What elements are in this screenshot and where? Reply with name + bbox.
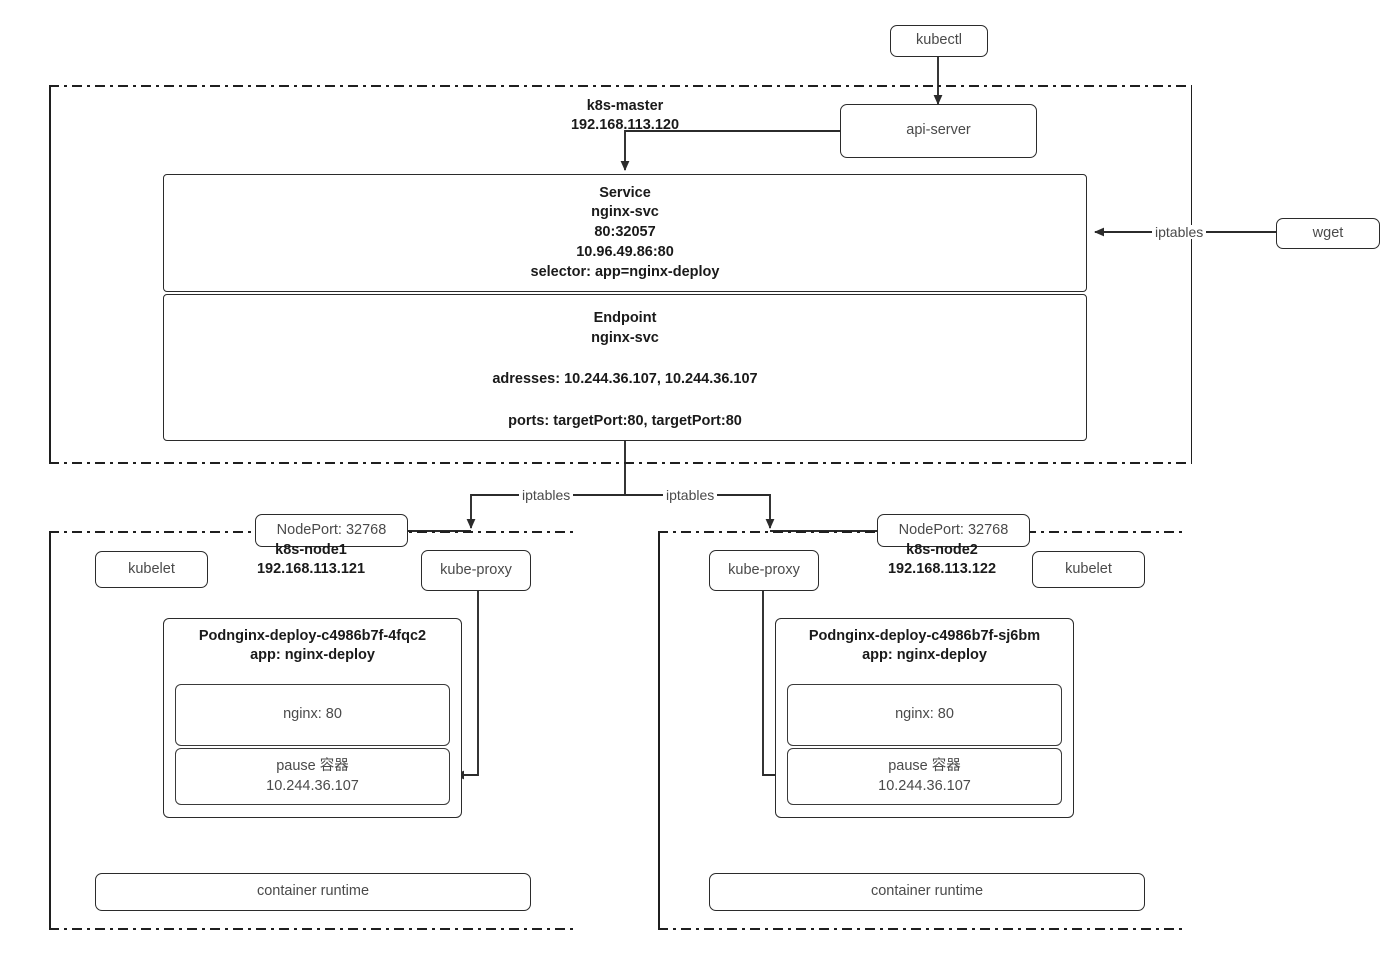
k8s-master-name: k8s-master <box>586 98 664 114</box>
k8s-node1-ip: 192.168.113.121 <box>256 561 366 578</box>
container-pause-label-node1: pause 容器 <box>276 758 349 775</box>
service-ports: 80:32057 <box>594 224 656 241</box>
iptables-label-wget: iptables <box>1152 225 1207 239</box>
service-selector: selector: app=nginx-deploy <box>530 263 720 280</box>
container-pause-label-node2: pause 容器 <box>888 758 961 775</box>
wget-box[interactable]: wget <box>1276 218 1380 249</box>
container-pause-ip-node2: 10.244.36.107 <box>878 777 971 794</box>
pod-name-node2: Podnginx-deploy-c4986b7f-sj6bm <box>808 628 1041 644</box>
service-cluster-ip: 10.96.49.86:80 <box>576 243 674 260</box>
kubectl-box[interactable]: kubectl <box>890 25 988 57</box>
endpoint-name: nginx-svc <box>591 329 659 346</box>
endpoint-title: Endpoint <box>593 310 657 326</box>
container-nginx-node2[interactable]: nginx: 80 <box>787 684 1062 746</box>
pod-app-node2: app: nginx-deploy <box>862 647 987 664</box>
k8s-node1-label: k8s-node1 192.168.113.121 <box>200 541 422 580</box>
iptables-label-node1: iptables <box>519 488 574 502</box>
container-pause-ip-node1: 10.244.36.107 <box>266 777 359 794</box>
container-pause-node2[interactable]: pause 容器 10.244.36.107 <box>787 748 1062 805</box>
api-server-box[interactable]: api-server <box>840 104 1037 158</box>
kube-proxy-box-node2[interactable]: kube-proxy <box>709 550 819 591</box>
k8s-master-ip: 192.168.113.120 <box>570 117 680 134</box>
k8s-node2-ip: 192.168.113.122 <box>887 561 997 578</box>
k8s-node2-label: k8s-node2 192.168.113.122 <box>831 541 1053 580</box>
container-pause-node1[interactable]: pause 容器 10.244.36.107 <box>175 748 450 805</box>
service-box[interactable]: Service nginx-svc 80:32057 10.96.49.86:8… <box>163 174 1087 292</box>
container-nginx-node1[interactable]: nginx: 80 <box>175 684 450 746</box>
service-title: Service <box>599 184 651 201</box>
endpoint-box[interactable]: Endpoint nginx-svc adresses: 10.244.36.1… <box>163 294 1087 441</box>
kubelet-box-node1[interactable]: kubelet <box>95 551 208 588</box>
kubelet-box-node2[interactable]: kubelet <box>1032 551 1145 588</box>
k8s-node1-name: k8s-node1 <box>275 542 347 558</box>
nodeport-box-node2[interactable]: NodePort: 32768 <box>877 514 1030 547</box>
container-nginx-label-node2: nginx: 80 <box>895 706 954 723</box>
container-runtime-box-node1[interactable]: container runtime <box>95 873 531 911</box>
service-name: nginx-svc <box>591 204 659 221</box>
kube-proxy-box-node1[interactable]: kube-proxy <box>421 550 531 591</box>
container-runtime-box-node2[interactable]: container runtime <box>709 873 1145 911</box>
pod-name-node1: Podnginx-deploy-c4986b7f-4fqc2 <box>198 628 427 644</box>
iptables-label-node2: iptables <box>663 488 718 502</box>
k8s-node2-name: k8s-node2 <box>906 542 978 558</box>
pod-app-node1: app: nginx-deploy <box>250 647 375 664</box>
endpoint-addresses: adresses: 10.244.36.107, 10.244.36.107 <box>492 371 758 388</box>
container-nginx-label-node1: nginx: 80 <box>283 706 342 723</box>
endpoint-ports: ports: targetPort:80, targetPort:80 <box>508 412 742 429</box>
k8s-master-label: k8s-master 192.168.113.120 <box>516 97 734 136</box>
nodeport-box-node1[interactable]: NodePort: 32768 <box>255 514 408 547</box>
